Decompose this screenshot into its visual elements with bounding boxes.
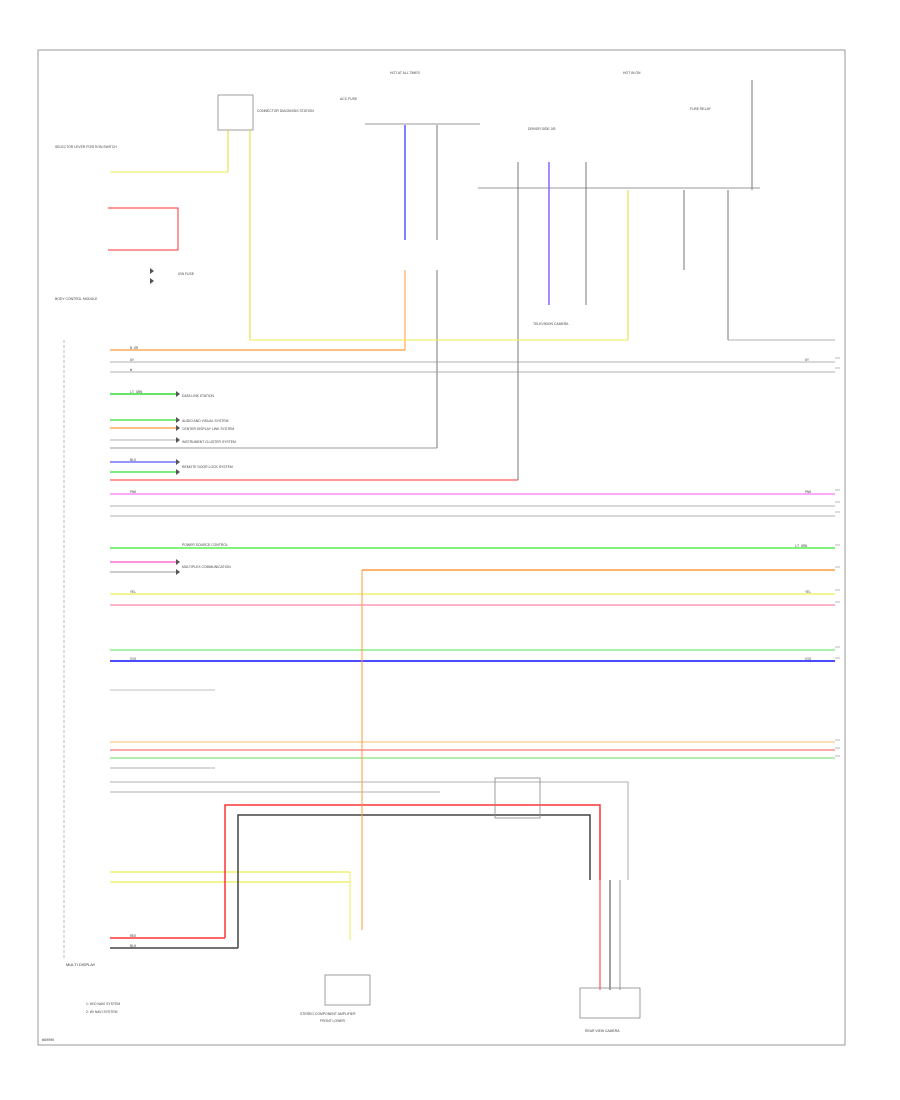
wire-black-route [237,814,591,948]
wc-6: PNK [130,491,137,495]
stereo-amp-label: STEREO COMPONENT AMPLIFIER [300,1012,356,1016]
wc-1: B-OR [130,347,138,351]
wc-4: LT GRN [130,391,142,395]
dest-1: DATA LINK STATION [182,394,215,398]
wire-red-loop [108,207,179,251]
fuse-right-label: FUSE RELAY [690,107,712,111]
wc-r4: YEL [805,591,811,595]
stereo-amp-connector [324,974,371,1006]
wire-red-route [224,804,601,938]
wc-r3: LT GRN [795,545,807,549]
footer-code: W90006 [42,1039,54,1043]
dest-3: CENTER DISPLAY LINK SYSTEM [182,427,234,431]
ignition-label: IGN FUSE [178,272,195,276]
diagram-frame [37,49,846,1046]
wc-3: W [130,369,133,373]
rear-camera-connector [579,987,641,1019]
hot-label-2: HOT IN ON [623,71,641,75]
dest-2: AUDIO AND VISUAL SYSTEM [182,419,229,423]
wc-2: GY [130,359,134,363]
right-edge-ticks [835,357,840,757]
wc-r5: VIO [805,658,811,662]
junction-block [494,777,541,819]
wc-7: YEL [130,591,136,595]
wc-10: VIO [130,658,136,662]
wc-r1: GY [805,359,809,363]
rear-camera-label: REAR VIEW CAMERA [585,1029,620,1033]
ecu-label: MULTI DISPLAY [66,962,96,967]
module-top-left-label: CONNECTOR DIAGNOSIS STATION [257,109,314,113]
wire-gray-route [440,781,629,880]
note-2: 2: W/ NAVI SYSTEM [86,1010,118,1014]
wc-r2: PNK [805,491,812,495]
selector-label: SELECTOR LEVER POSITION SWITCH [55,145,117,149]
wc-9: BLK [130,945,137,949]
fuse-top-label: ACC FUSE [340,97,358,101]
dest-7: MULTIPLEX COMMUNICATION [182,565,231,569]
wc-8: RED [130,935,136,939]
stereo-sub-label: FRONT LOWER [320,1019,346,1023]
dest-6: POWER SOURCE CONTROL [182,543,228,547]
note-1: 1: W/O NAVI SYSTEM [86,1002,120,1006]
front-camera-label: TELEVISION CAMERA [533,322,569,326]
hot-label-1: HOT AT ALL TIMES [390,71,421,75]
junction-box-label: DRIVER SIDE J/B [528,127,556,131]
dest-5: REMOTE DOOR LOCK SYSTEM [182,465,233,469]
connector-arrows [150,268,180,575]
module-left-label: BODY CONTROL MODULE [55,297,98,301]
dest-4: INSTRUMENT CLUSTER SYSTEM [182,440,236,444]
wc-5: BLU [130,459,136,463]
module-box-top-left [217,94,254,131]
